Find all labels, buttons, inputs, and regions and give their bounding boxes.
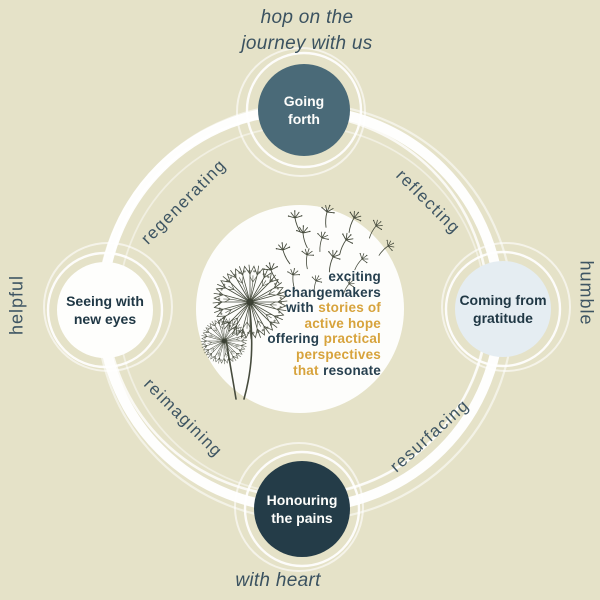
top-caption: hop on the journey with us [0, 5, 600, 57]
side-word-humble: humble [576, 260, 597, 326]
statement-line: changemakers [284, 284, 381, 300]
dandelion-icon [196, 202, 398, 400]
bottom-caption: with heart [235, 570, 321, 591]
top-caption-line2: journey with us [241, 33, 373, 54]
node-honouring-the-pains: Honouring the pains [254, 461, 350, 557]
node-halos [43, 47, 571, 572]
top-caption-line1: hop on the [260, 7, 354, 28]
statement-line: active hope [304, 315, 381, 331]
center-disc [196, 205, 404, 413]
node-seeing-with-new-eyes: Seeing with new eyes [57, 262, 153, 358]
statement-line: perspectives [296, 346, 381, 362]
node-going-forth: Going forth [258, 64, 350, 156]
statement-line: exciting [328, 269, 381, 284]
node-coming-from-gratitude: Coming from gratitude [455, 261, 551, 357]
side-word-helpful: helpful [6, 274, 27, 336]
